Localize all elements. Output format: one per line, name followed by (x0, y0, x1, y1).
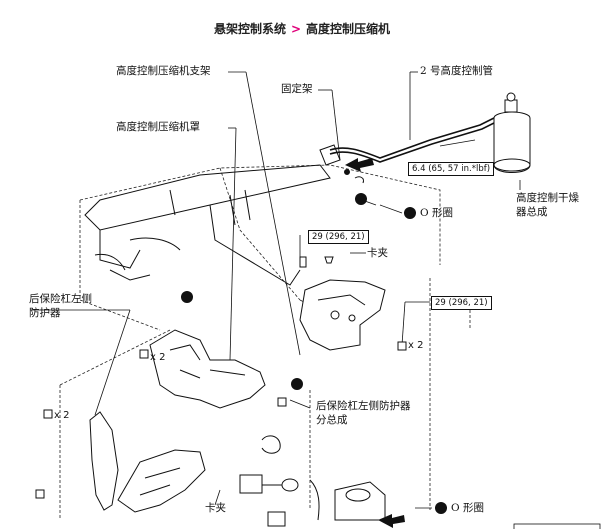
frame-structure (84, 164, 331, 286)
torque-spec-center-bolt: 29 (296, 21) (308, 230, 369, 244)
compressor-lower-parts (239, 435, 386, 527)
torque-spec-right-bolt: 29 (296, 21) (431, 296, 492, 310)
quantity-right-bolt: x 2 (408, 340, 424, 351)
compressor-bracket (299, 279, 386, 351)
vehicle-body-outline (59, 164, 471, 520)
height-control-tube (329, 114, 503, 163)
bottom-right-partial-box (513, 523, 601, 529)
rear-bumper-protector-sub-assembly (117, 449, 206, 513)
torque-spec-tube: 6.4 (65, 57 in.*lbf) (408, 162, 495, 176)
label-compressor-bracket: 高度控制压缩机支架 (116, 65, 211, 77)
breadcrumb: 悬架控制系统 > 高度控制压缩机 (0, 20, 604, 37)
bolts (35, 256, 407, 499)
dryer-assembly (493, 92, 531, 173)
compressor-cover (149, 329, 266, 409)
rear-bumper-protector (89, 411, 119, 511)
quantity-protector-bolt: x 2 (54, 410, 70, 421)
label-height-control-tube: 2 号高度控制管 (420, 65, 494, 77)
label-fixing-bracket: 固定架 (281, 83, 313, 95)
label-clamp-top: 卡夹 (367, 247, 388, 259)
label-compressor-cover: 高度控制压缩机罩 (116, 121, 200, 133)
page-title: 高度控制压缩机 (306, 22, 391, 36)
label-rear-bumper-protector-line2: 防护器 (29, 307, 61, 319)
label-o-ring-top: O 形圈 (420, 207, 453, 219)
label-o-ring-bottom: O 形圈 (451, 502, 484, 514)
install-arrow-top (345, 158, 374, 172)
label-dryer-line1: 高度控制干燥 (516, 192, 579, 204)
label-rear-bumper-protector-sub-line2: 分总成 (316, 414, 348, 426)
label-rear-bumper-protector-line1: 后保险杠左侧 (29, 293, 92, 305)
label-rear-bumper-protector-sub-line1: 后保险杠左侧防护器 (316, 400, 411, 412)
install-arrow-bottom (378, 514, 405, 528)
marker-dots (181, 193, 447, 514)
breadcrumb-section[interactable]: 悬架控制系统 (213, 22, 286, 36)
quantity-cover-bolt: x 2 (150, 352, 166, 363)
label-dryer-line2: 器总成 (516, 206, 548, 218)
breadcrumb-separator: > (290, 22, 302, 36)
fixing-bracket (319, 144, 364, 184)
label-clamp-bottom: 卡夹 (205, 502, 226, 514)
